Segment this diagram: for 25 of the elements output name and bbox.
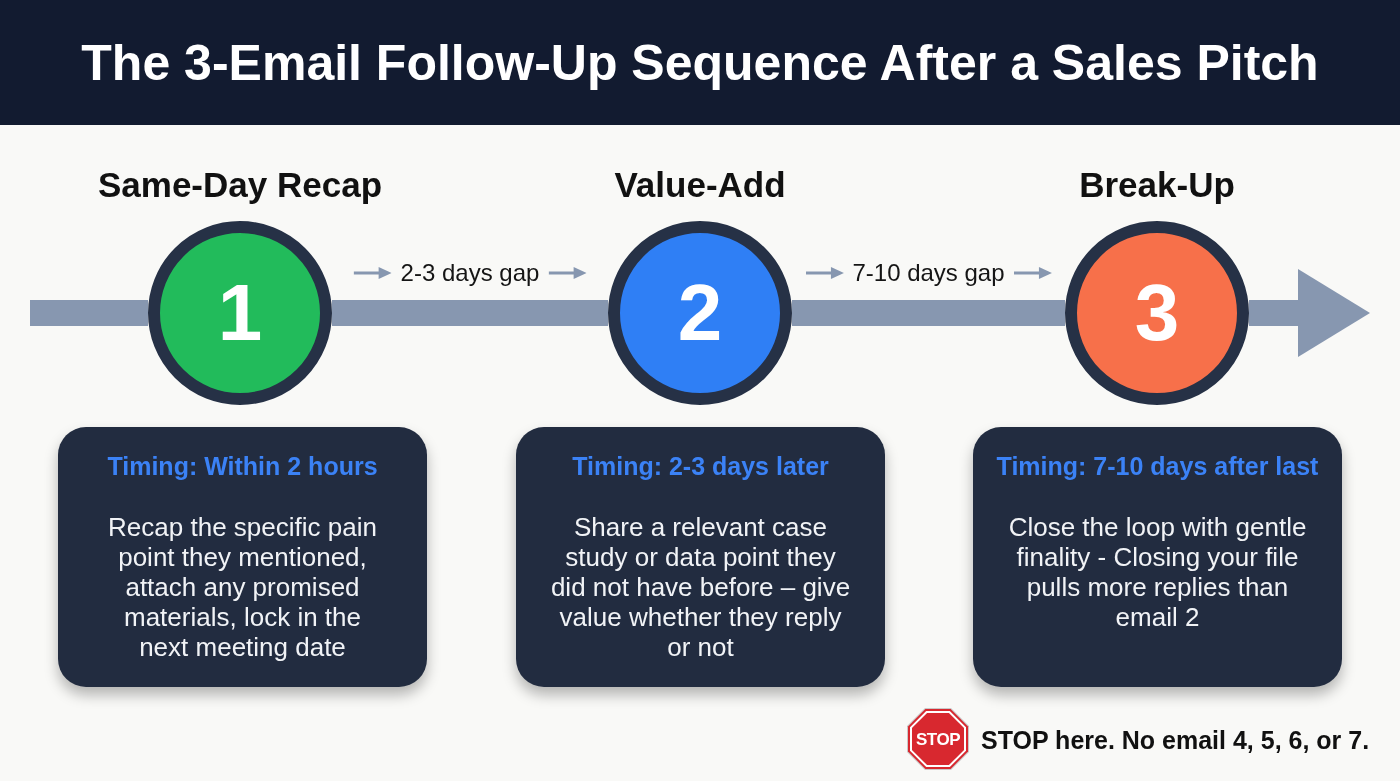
stop-note: STOP here. No email 4, 5, 6, or 7. [981, 725, 1370, 755]
step-title: Same-Day Recap [98, 165, 382, 205]
step-number: 3 [1134, 273, 1180, 353]
title: The 3-Email Follow-Up Sequence After a Sales Pitch [81, 33, 1319, 92]
step-title: Value-Add [614, 165, 786, 205]
timeline-arrow [1249, 269, 1370, 357]
info-card [58, 427, 427, 687]
edge-label: 2-3 days gap [400, 259, 540, 287]
step-description: Share a relevant case study or data point they did not have before – give value whether they reply or not [549, 512, 852, 662]
timing-label: Timing: Within 2 hours [106, 451, 379, 481]
sign-text: STOP [916, 730, 960, 748]
timeline-bar [30, 300, 148, 326]
edge-label: 7-10 days gap [852, 259, 1005, 287]
info-card [516, 427, 885, 687]
stop-sign [907, 708, 969, 770]
step-number: 2 [677, 273, 723, 353]
info-card [973, 427, 1342, 687]
step-number: 1 [217, 273, 263, 353]
timeline-bar [332, 300, 608, 326]
step-description: Close the loop with gentle finality - Closing your file pulls more replies than email 2 [1007, 512, 1308, 632]
step-description: Recap the specific pain point they mentioned, attach any promised materials, lock in the next meeting date [107, 512, 378, 662]
timing-label: Timing: 2-3 days later [571, 451, 830, 481]
step-title: Break-Up [1079, 165, 1235, 205]
timeline-bar [792, 300, 1065, 326]
timing-label: Timing: 7-10 days after last [995, 451, 1320, 481]
